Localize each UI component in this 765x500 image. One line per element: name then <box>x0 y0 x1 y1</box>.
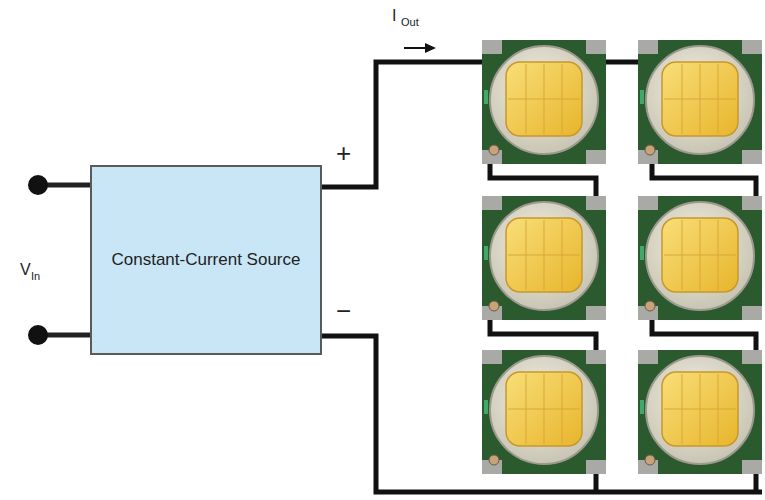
voltage-subscript: In <box>31 271 40 282</box>
current-subscript: Out <box>401 17 419 28</box>
input-wire <box>28 175 92 345</box>
voltage-symbol: V <box>20 262 31 278</box>
source-box: Constant-Current Source <box>90 165 322 355</box>
current-arrow <box>404 43 436 53</box>
box-label: Constant-Current Source <box>97 225 315 295</box>
polarity-sign: + <box>336 140 351 166</box>
led-array <box>482 40 762 474</box>
current-symbol: I <box>392 8 396 24</box>
polarity-sign: − <box>336 298 351 324</box>
